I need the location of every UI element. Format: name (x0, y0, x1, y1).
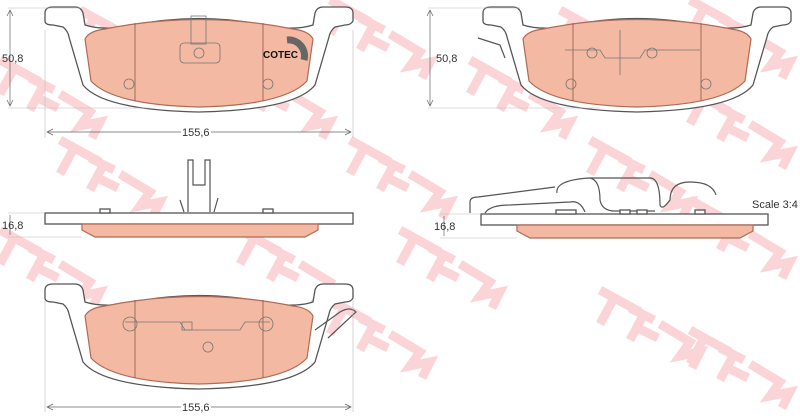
thickness-dimension: 16,8 (2, 220, 23, 232)
width-dimension-bottom: 155,6 (182, 402, 210, 414)
pad-side-view-right: 16,8 Scale 3:4 (434, 177, 798, 239)
scale-label: Scale 3:4 (752, 199, 798, 211)
height-dimension: 50,8 (2, 53, 23, 65)
cotec-logo-text: COTEC (263, 50, 298, 61)
cotec-logo: COTEC (263, 36, 308, 61)
thickness-dimension-right: 16,8 (434, 221, 455, 233)
pad-bottom-view: 155,6 (44, 283, 357, 416)
pad-top-view-left: COTEC 50,8 155,6 (2, 6, 354, 141)
width-dimension: 155,6 (182, 127, 210, 139)
pad-top-view-right: 50,8 (426, 6, 792, 113)
height-dimension-right: 50,8 (436, 53, 457, 65)
pad-side-view-left: 16,8 (2, 159, 354, 238)
